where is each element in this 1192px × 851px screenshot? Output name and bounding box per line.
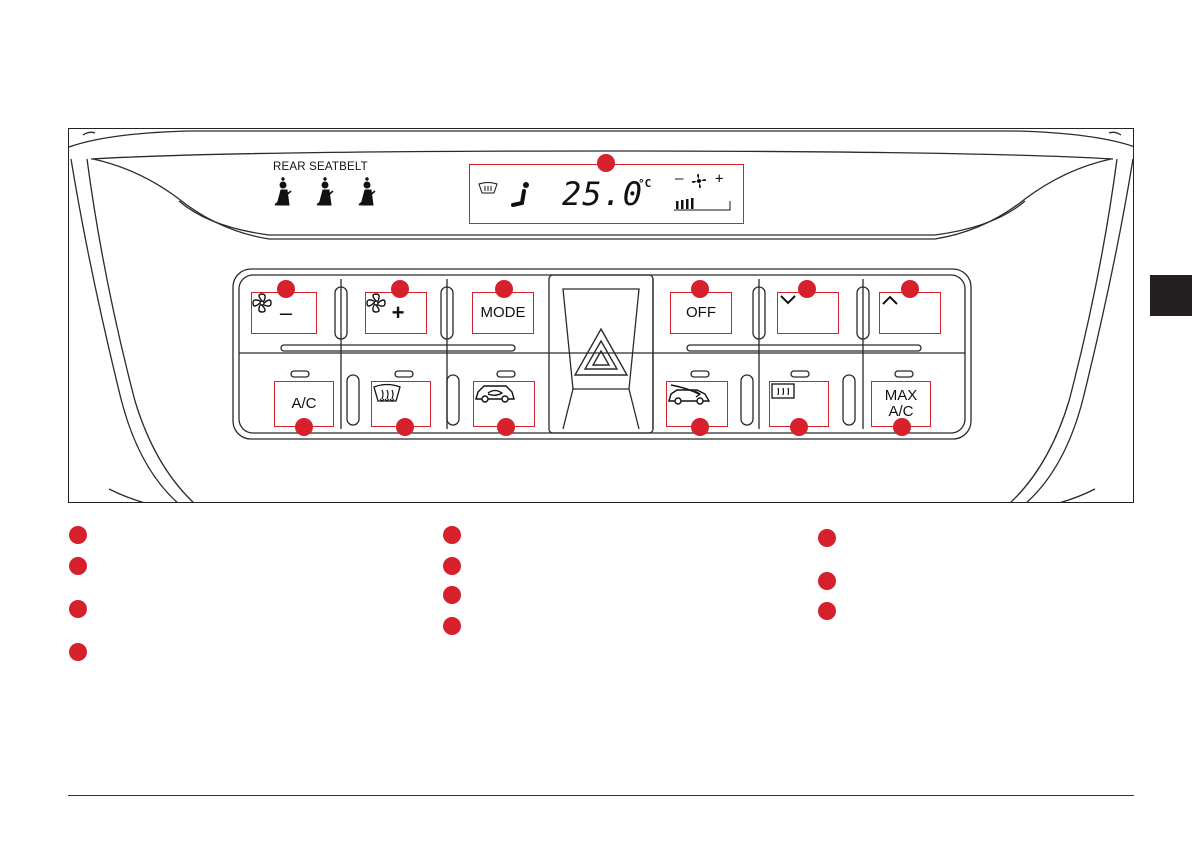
fresh-air-icon (667, 382, 711, 406)
callout-rear-defrost (790, 418, 808, 436)
callout-max-ac (893, 418, 911, 436)
section-tab (1150, 275, 1192, 316)
max-ac-label: MAX A/C (885, 388, 918, 420)
footer-rule (68, 795, 1134, 796)
legend-marker (443, 617, 461, 635)
callout-fan-up (391, 280, 409, 298)
mode-button[interactable]: MODE (472, 292, 534, 334)
fan-icon (366, 293, 386, 313)
temperature-unit: °C (638, 177, 651, 190)
callout-temp-down (798, 280, 816, 298)
callout-ac (295, 418, 313, 436)
chevron-up-icon (880, 293, 900, 307)
legend-marker (69, 643, 87, 661)
seatbelt-icon (359, 178, 375, 205)
off-button-label: OFF (686, 305, 716, 321)
ac-button-label: A/C (291, 396, 316, 412)
hazard-icon (575, 329, 627, 375)
fan-minus-symbol: – (280, 301, 292, 324)
legend-marker (69, 600, 87, 618)
legend-marker (818, 572, 836, 590)
lcd-display: 25.0 °C – + (469, 164, 744, 224)
callout-mode (495, 280, 513, 298)
seatbelt-icons (273, 177, 383, 211)
fan-level-bar (674, 193, 734, 213)
seat-airflow-icon (510, 181, 534, 209)
legend-marker (818, 529, 836, 547)
windshield-defrost-icon (372, 382, 402, 404)
fan-plus-symbol: + (392, 301, 405, 324)
callout-fresh-air (691, 418, 709, 436)
callout-recirculation (497, 418, 515, 436)
fan-minus-indicator: – (675, 171, 683, 187)
temperature-down-button[interactable] (777, 292, 839, 334)
legend-marker (443, 557, 461, 575)
fan-icon (252, 293, 272, 313)
chevron-down-icon (778, 293, 798, 307)
temperature-up-button[interactable] (879, 292, 941, 334)
rear-seatbelt-label: REAR SEATBELT (273, 161, 368, 173)
fan-speed-up-button[interactable]: + (365, 292, 427, 334)
max-ac-line-1: MAX (885, 388, 918, 404)
callout-temp-up (901, 280, 919, 298)
mode-button-label: MODE (481, 305, 526, 321)
legend-marker (818, 602, 836, 620)
fan-speed-down-button[interactable]: – (251, 292, 317, 334)
climate-control-panel-figure: REAR SEATBELT (68, 128, 1134, 503)
legend-marker (69, 557, 87, 575)
callout-off (691, 280, 709, 298)
callout-display (597, 154, 615, 172)
fan-icon (692, 174, 706, 188)
callout-fan-down (277, 280, 295, 298)
legend-marker (443, 526, 461, 544)
seatbelt-icon (275, 178, 291, 205)
seatbelt-icon (317, 178, 333, 205)
legend-marker (69, 526, 87, 544)
temperature-readout: 25.0 (562, 175, 643, 213)
rear-defrost-icon (770, 382, 796, 402)
callout-defrost (396, 418, 414, 436)
legend-marker (443, 586, 461, 604)
off-button[interactable]: OFF (670, 292, 732, 334)
recirculation-icon (474, 382, 516, 404)
windshield-defrost-icon (478, 181, 498, 195)
fan-plus-indicator: + (715, 171, 723, 187)
